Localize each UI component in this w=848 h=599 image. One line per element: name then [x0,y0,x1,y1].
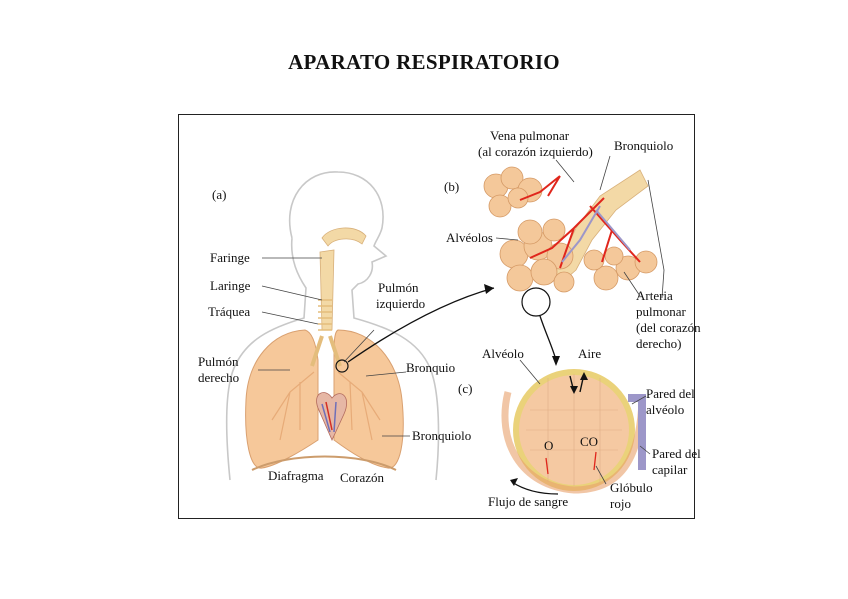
label-globulo-1: Glóbulo [610,480,653,495]
label-pulmon-izquierdo-1: Pulmón [378,280,419,295]
label-diafragma: Diafragma [268,468,324,483]
label-arteria-4: derecho) [636,336,681,351]
label-pulmon-izquierdo-2: izquierdo [376,296,425,311]
label-pared-alveolo-2: alvéolo [646,402,684,417]
label-aire: Aire [578,346,601,361]
label-o2: O [544,438,553,453]
label-laringe: Laringe [210,278,251,293]
label-vena-2: (al corazón izquierdo) [478,144,593,159]
label-arteria-3: (del corazón [636,320,701,335]
label-pulmon-derecho-2: derecho [198,370,239,385]
label-arteria-2: pulmonar [636,304,686,319]
label-co2: CO [580,434,598,449]
label-vena-1: Vena pulmonar [490,128,570,143]
label-pulmon-derecho-1: Pulmón [198,354,239,369]
label-alveolo: Alvéolo [482,346,524,361]
label-faringe: Faringe [210,250,250,265]
label-flujo: Flujo de sangre [488,494,568,509]
panel-c-label: (c) [458,381,472,396]
zoom-arrow-b-to-c [540,316,556,360]
label-pared-alveolo-1: Pared del [646,386,695,401]
label-bronquio: Bronquio [406,360,455,375]
label-pared-capilar-2: capilar [652,462,688,477]
panel-b-label: (b) [444,179,459,194]
label-bronquiolo-a: Bronquiolo [412,428,471,443]
label-corazon: Corazón [340,470,385,485]
label-globulo-2: rojo [610,496,631,511]
bronchiole-tree [484,167,657,292]
alveolus-zoom-marker [522,288,550,316]
label-alveolos: Alvéolos [446,230,493,245]
label-arteria-1: Arteria [636,288,673,303]
panel-a-label: (a) [212,187,226,202]
label-traquea: Tráquea [208,304,250,319]
right-lung [246,330,318,468]
label-pared-capilar-1: Pared del [652,446,701,461]
label-bronquiolo-b: Bronquiolo [614,138,673,153]
